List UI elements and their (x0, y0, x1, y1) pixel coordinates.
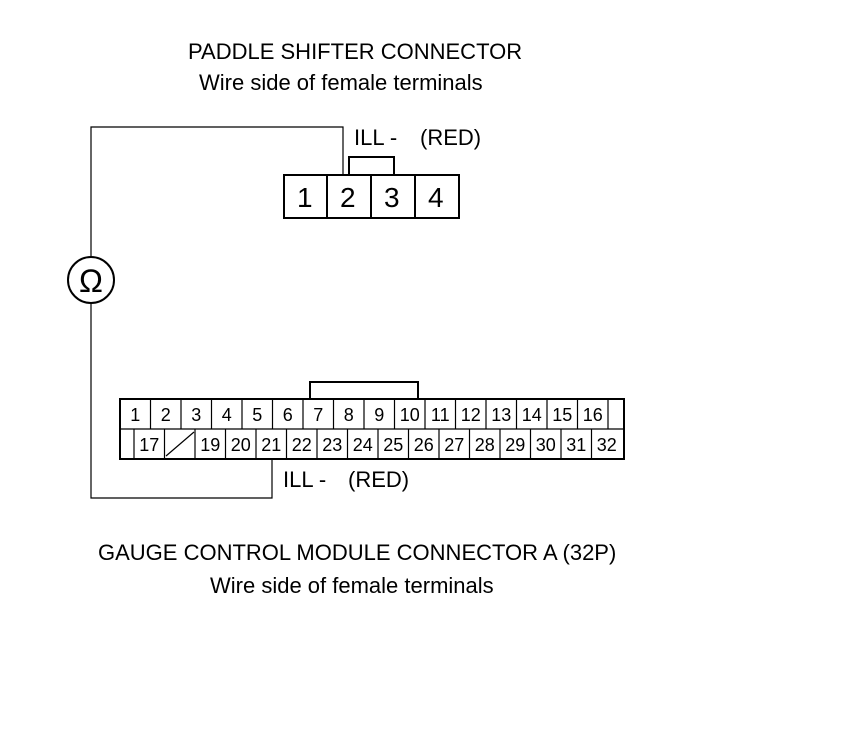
gauge-pin-18-blank-slash (165, 431, 195, 457)
ohm-symbol: Ω (79, 263, 103, 299)
paddle-pin-1: 1 (297, 182, 313, 213)
gauge-pin-bottom: 24 (353, 435, 373, 455)
gauge-pin-bottom: 22 (292, 435, 312, 455)
gauge-pin-bottom: 25 (383, 435, 403, 455)
paddle-pin-3: 3 (384, 182, 400, 213)
gauge-probe-color: (RED) (348, 467, 409, 492)
paddle-probe-color: (RED) (420, 125, 481, 150)
gauge-pin-top: 1 (130, 405, 140, 425)
gauge-bottom-row: 17 19 20 21 22 23 24 25 26 27 28 29 30 31 32 (133, 429, 617, 459)
gauge-pin-top: 16 (583, 405, 603, 425)
probe-wire-bottom (90, 303, 273, 499)
gauge-pin-top: 10 (400, 405, 420, 425)
gauge-pin-bottom: 26 (414, 435, 434, 455)
gauge-pin-top: 5 (252, 405, 262, 425)
ohmmeter: Ω (67, 256, 115, 304)
paddle-pin-2: 2 (340, 182, 356, 213)
gauge-pin-bottom: 19 (200, 435, 220, 455)
paddle-probe-label: ILL - (354, 125, 397, 150)
gauge-pin-bottom: 29 (505, 435, 525, 455)
paddle-lock-tab (348, 156, 395, 175)
gauge-pin-top: 12 (461, 405, 481, 425)
paddle-connector: 1 2 3 4 (283, 156, 460, 219)
paddle-connector-subtitle: Wire side of female terminals (199, 70, 483, 95)
gauge-pin-bottom: 20 (231, 435, 251, 455)
gauge-pin-top: 3 (191, 405, 201, 425)
gauge-pin-bottom: 32 (597, 435, 617, 455)
gauge-pin-bottom: 28 (475, 435, 495, 455)
gauge-pin-bottom: 21 (261, 435, 281, 455)
gauge-pin-top: 8 (344, 405, 354, 425)
gauge-pin-bottom: 17 (139, 435, 159, 455)
gauge-pin-top: 2 (161, 405, 171, 425)
gauge-probe-label: ILL - (283, 467, 326, 492)
gauge-pin-bottom: 23 (322, 435, 342, 455)
gauge-lock-tab (309, 381, 419, 399)
gauge-connector-title: GAUGE CONTROL MODULE CONNECTOR A (32P) (98, 540, 616, 565)
gauge-pin-top: 11 (431, 405, 450, 425)
ohmmeter-circle (67, 256, 115, 304)
paddle-connector-title: PADDLE SHIFTER CONNECTOR (188, 39, 522, 64)
gauge-pin-top: 14 (522, 405, 542, 425)
gauge-pin-top: 15 (552, 405, 572, 425)
gauge-connector-subtitle: Wire side of female terminals (210, 573, 494, 598)
probe-wire-top (90, 126, 344, 257)
gauge-pin-bottom: 27 (444, 435, 464, 455)
gauge-pin-top: 7 (313, 405, 323, 425)
paddle-pin-4: 4 (428, 182, 444, 213)
gauge-pin-top: 6 (283, 405, 293, 425)
gauge-pin-top: 4 (222, 405, 232, 425)
gauge-pin-bottom: 31 (566, 435, 586, 455)
gauge-pin-bottom: 30 (536, 435, 556, 455)
gauge-pin-top: 9 (374, 405, 384, 425)
gauge-pin-top: 13 (491, 405, 511, 425)
